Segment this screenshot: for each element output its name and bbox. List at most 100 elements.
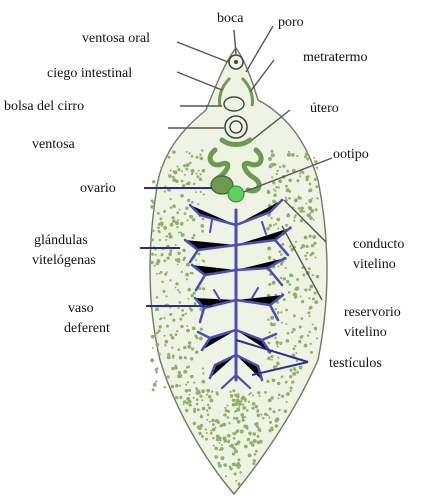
vitelline-dot [179,356,183,360]
vitelline-dot [281,395,284,398]
vitelline-dot [174,365,177,368]
vitelline-dot [309,183,312,186]
vitelline-dot [264,391,267,394]
vitelline-dot [300,206,304,210]
ootype [228,186,244,202]
vitelline-dot [192,218,195,221]
vitelline-dot [199,154,201,156]
vitelline-dot [163,335,165,337]
vitelline-dot [184,356,187,359]
vitelline-dot [183,164,186,167]
vitelline-dot [315,185,318,188]
vitelline-dot [171,347,173,349]
vitelline-dot [286,392,290,396]
vitelline-dot [175,282,178,285]
vitelline-dot [282,164,285,167]
label-ovario: ovario [80,181,116,196]
vitelline-dot [229,467,232,470]
vitelline-dot [286,339,290,343]
vitelline-dot [163,317,165,319]
vitelline-dot [293,220,295,222]
vitelline-dot [252,395,254,397]
vitelline-dot [312,298,315,301]
vitelline-dot [244,400,246,402]
vitelline-dot [206,419,208,421]
vitelline-dot [154,265,156,267]
vitelline-dot [187,182,191,186]
vitelline-dot [315,208,318,211]
vitelline-dot [179,318,182,321]
vitelline-dot [288,291,291,294]
vitelline-dot [274,337,277,340]
vitelline-dot [188,389,191,392]
vitelline-dot [253,459,256,462]
vitelline-dot [277,357,279,359]
vitelline-dot [298,195,300,197]
vitelline-dot [200,424,203,427]
vitelline-dot [259,440,263,444]
vitelline-dot [164,273,167,276]
vitelline-dot [314,328,317,331]
vitelline-dot [190,375,193,378]
vitelline-dot [308,199,312,203]
vitelline-dot [248,401,250,403]
vitelline-dot [305,203,307,205]
vitelline-dot [183,346,186,349]
vitelline-dot [309,214,311,216]
vitelline-dot [236,394,240,398]
vitelline-dot [276,344,278,346]
vitelline-dot [212,437,214,439]
vitelline-dot [309,288,312,291]
vitelline-dot [156,332,158,334]
vitelline-dot [277,397,279,399]
vitelline-dot [312,235,316,239]
label-deferent: deferent [64,321,110,336]
vitelline-dot [268,399,272,403]
vitelline-dot [150,205,154,209]
label-testiculos: testículos [329,356,382,371]
vitelline-dot [286,280,289,283]
vitelline-dot [169,313,172,316]
vitelline-dot [179,301,182,304]
vitelline-dot [269,421,272,424]
vitelline-dot [185,409,189,413]
vitelline-dot [278,265,280,267]
vitelline-dot [177,166,179,168]
vitelline-dot [308,188,312,192]
vitelline-dot [299,173,301,175]
vitelline-dot [158,223,161,226]
vitelline-dot [236,408,240,412]
vitelline-dot [172,219,176,223]
vitelline-dot [175,221,179,225]
vitelline-dot [229,445,231,447]
vitelline-dot [168,156,171,159]
vitelline-dot [304,288,307,291]
vitelline-dot [157,353,160,356]
vitelline-dot [289,245,291,247]
vitelline-dot [223,463,227,467]
vitelline-dot [269,407,272,410]
vitelline-dot [239,471,241,473]
vitelline-dot [275,341,278,344]
vitelline-dot [276,362,279,365]
vitelline-dot [187,381,189,383]
vitelline-dot [201,399,203,401]
vitelline-dot [290,390,292,392]
vitelline-dot [254,453,256,455]
vitelline-dot [234,411,236,413]
vitelline-dot [280,277,282,279]
vitelline-dot [225,475,227,477]
vitelline-dot [309,306,313,310]
vitelline-dot [281,375,284,378]
vitelline-dot [202,169,206,173]
vitelline-dot [182,249,185,252]
vitelline-dot [268,331,270,333]
vitelline-dot [300,296,302,298]
vitelline-dot [305,245,308,248]
vitelline-dot [199,395,202,398]
vitelline-dot [156,367,158,369]
vitelline-dot [176,226,178,228]
vitelline-dot [165,239,167,241]
vitelline-dot [299,175,301,177]
vitelline-dot [203,193,205,195]
